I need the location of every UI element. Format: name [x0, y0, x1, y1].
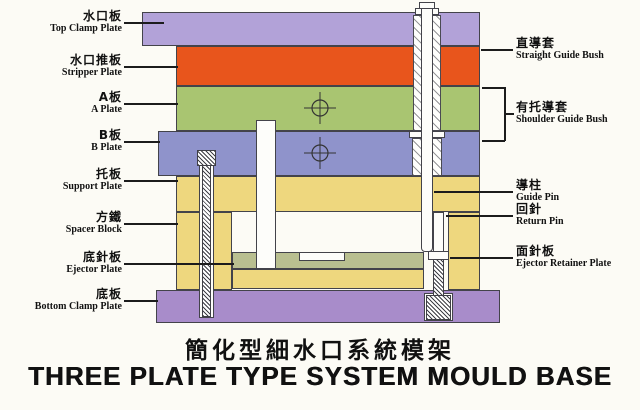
label-zh: B板 — [98, 128, 122, 142]
retainer-plate-notch — [299, 252, 345, 261]
screw-head-shape — [197, 150, 216, 166]
label-zh: 有托導套 — [516, 100, 569, 114]
bracket-bottom-shoulder-guide-bush — [482, 140, 505, 142]
ejector-plate-shape — [232, 269, 424, 289]
diagram-title-en: THREE PLATE TYPE SYSTEM MOULD BASE — [28, 361, 612, 391]
label-zh: 導柱 — [516, 178, 543, 192]
label-zh: 方鐵 — [95, 210, 122, 224]
leader-line-straight-guide-bush — [481, 49, 513, 51]
label-zh: 面針板 — [516, 244, 556, 258]
label-zh: A板 — [98, 90, 122, 104]
bracket-side-shoulder-guide-bush — [504, 87, 506, 141]
support-plate-shape — [176, 176, 480, 212]
label-en: Spacer Block — [65, 224, 122, 235]
label-zh: 直導套 — [516, 36, 556, 50]
label-en: Guide Pin — [516, 192, 560, 203]
label-a-plate: A板 A Plate — [91, 91, 122, 116]
support-pillar-shape — [256, 120, 276, 269]
label-ejector-retainer-plate: 面針板 Ejector Retainer Plate — [516, 245, 611, 270]
label-stripper-plate: 水口推板 Stripper Plate — [62, 54, 122, 79]
leader-line-return-pin — [446, 215, 513, 217]
spacer-block-right-shape — [448, 212, 480, 290]
leader-line-bottom-clamp-plate — [124, 300, 158, 302]
label-en: A Plate — [91, 104, 122, 115]
label-top-clamp-plate: 水口板 Top Clamp Plate — [50, 10, 122, 35]
label-zh: 水口推板 — [69, 53, 122, 67]
label-en: Support Plate — [62, 181, 122, 192]
guide-pin-shape — [421, 8, 433, 252]
label-en: Top Clamp Plate — [50, 23, 122, 34]
label-zh: 底板 — [95, 287, 122, 301]
label-en: Ejector Plate — [66, 264, 122, 275]
leader-line-stripper-plate — [124, 66, 178, 68]
label-bottom-clamp-plate: 底板 Bottom Clamp Plate — [35, 288, 122, 313]
leader-line-support-plate — [124, 180, 178, 182]
label-en: Ejector Retainer Plate — [516, 258, 612, 269]
leader-line-b-plate — [124, 141, 160, 143]
center-mark-icon — [304, 137, 336, 169]
label-zh: 底針板 — [82, 250, 122, 264]
label-spacer-block: 方鐵 Spacer Block — [66, 211, 122, 236]
leader-line-guide-pin — [434, 191, 513, 193]
label-en: Shoulder Guide Bush — [516, 114, 608, 125]
label-straight-guide-bush: 直導套 Straight Guide Bush — [516, 37, 604, 62]
screw-shaft-shape — [202, 165, 211, 317]
label-ejector-plate: 底針板 Ejector Plate — [66, 251, 122, 276]
leader-line-top-clamp-plate — [124, 22, 164, 24]
return-pin-foot-shape — [426, 295, 451, 320]
label-en: Bottom Clamp Plate — [34, 301, 122, 312]
label-zh: 托板 — [95, 167, 122, 181]
center-mark-icon — [304, 92, 336, 124]
label-guide-pin: 導柱 Guide Pin — [516, 179, 559, 204]
return-pin-shaft-shape — [433, 259, 444, 297]
mould-section-diagram — [124, 2, 514, 323]
bracket-top-shoulder-guide-bush — [482, 87, 505, 89]
leader-line-spacer-block — [124, 223, 178, 225]
diagram-title-zh: 簡化型細水口系統模架 — [185, 338, 455, 364]
label-en: Stripper Plate — [61, 67, 122, 78]
leader-line-a-plate — [124, 103, 178, 105]
label-zh: 回針 — [516, 202, 543, 216]
leader-line-ejector-plate — [124, 263, 234, 265]
label-support-plate: 托板 Support Plate — [63, 168, 122, 193]
label-shoulder-guide-bush: 有托導套 Shoulder Guide Bush — [516, 101, 608, 126]
leader-line-ejector-retainer-plate — [450, 257, 513, 259]
label-en: Straight Guide Bush — [516, 50, 604, 61]
return-pin-upper-shape — [433, 212, 444, 253]
label-zh: 水口板 — [82, 9, 122, 23]
label-b-plate: B板 B Plate — [91, 129, 122, 154]
label-return-pin: 回針 Return Pin — [516, 203, 564, 228]
label-en: Return Pin — [516, 216, 564, 227]
label-en: B Plate — [91, 142, 122, 153]
leader-line-shoulder-guide-bush — [505, 113, 514, 115]
